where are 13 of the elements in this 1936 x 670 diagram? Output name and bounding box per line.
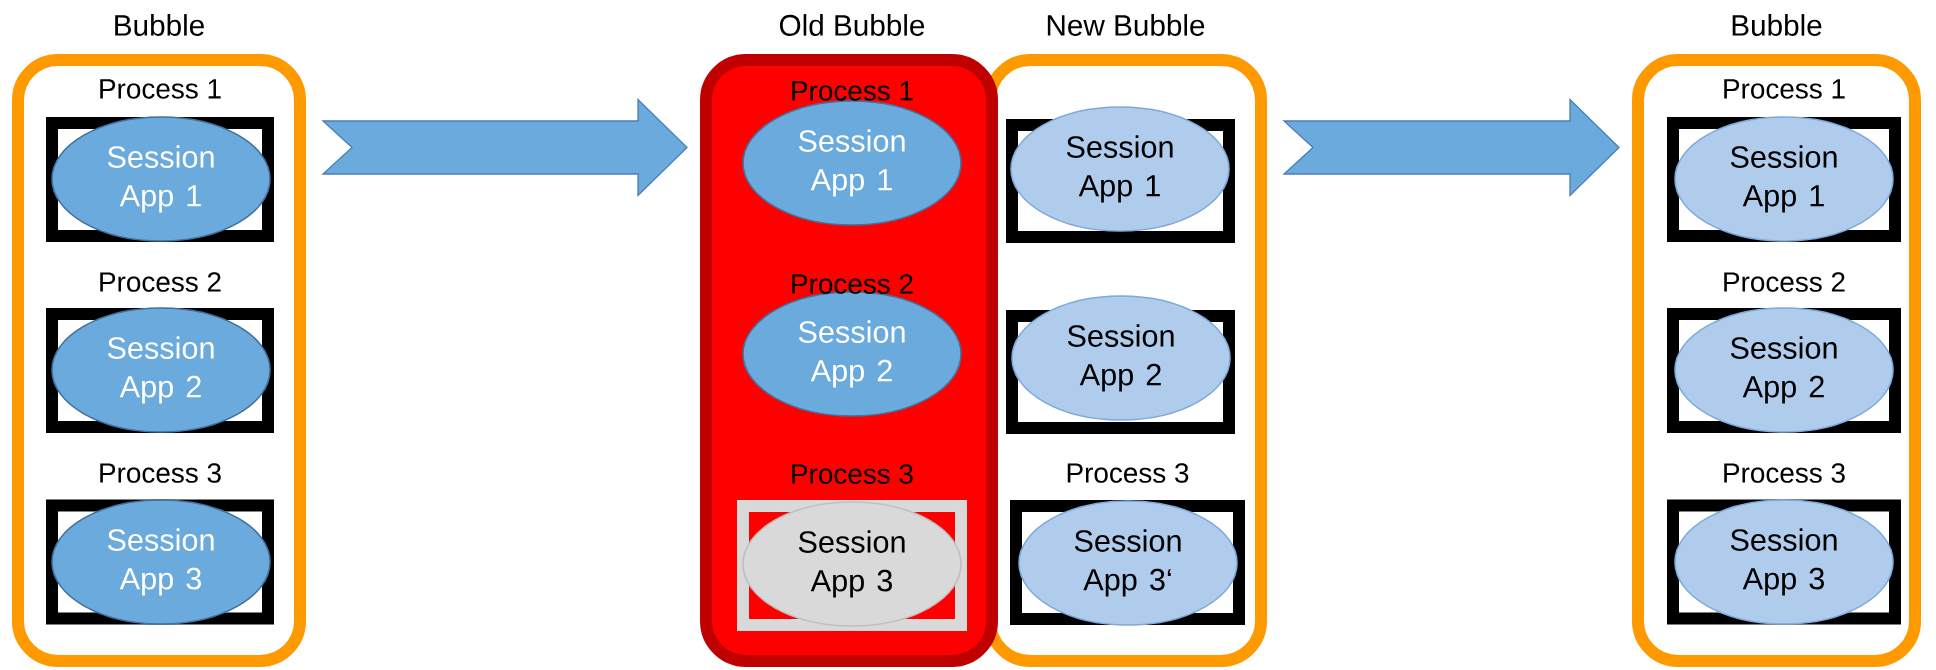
bubble-title: Bubble — [1732, 14, 1822, 36]
process-label: Process 2 — [1724, 272, 1845, 292]
process-label: Process 2 — [100, 272, 221, 292]
block-arrow — [1282, 97, 1620, 198]
bubble-title: Bubble — [115, 14, 204, 36]
process-label: Process 1 — [1724, 79, 1845, 99]
bubble-title: Old Bubble — [779, 14, 925, 36]
bubble-title: New Bubble — [1047, 14, 1205, 36]
block-arrow — [321, 97, 688, 198]
process-label: Process 1 — [100, 79, 221, 99]
process-label: Process 3 — [1724, 463, 1845, 483]
process-label: Process 3 — [100, 463, 221, 483]
process-label: Process 3 — [1067, 463, 1189, 483]
